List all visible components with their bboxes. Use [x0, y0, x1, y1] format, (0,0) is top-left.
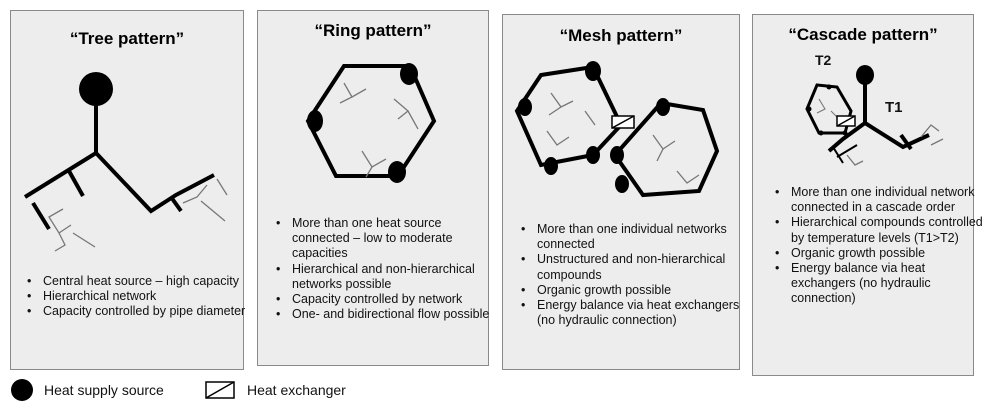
mesh-bullets: More than one individual networks connec…	[521, 222, 751, 328]
panel-title: “Tree pattern”	[69, 29, 185, 48]
panel-title: “Mesh pattern”	[559, 26, 683, 45]
bullet-item: Hierarchical and non-hierarchical networ…	[276, 262, 502, 292]
t1-right-pipe	[863, 121, 930, 150]
bullet-item: Energy balance via heat exchangers (no h…	[775, 261, 987, 307]
legend-label: Heat exchanger	[247, 382, 346, 398]
bullet-item: Hierarchical compounds controlled by tem…	[775, 215, 987, 245]
mesh-pattern-diagram	[514, 61, 720, 198]
bullet-item: Hierarchical network	[27, 289, 251, 304]
t1-label: T1	[885, 99, 903, 116]
legend-heat-exchanger: Heat exchanger	[205, 378, 346, 402]
branch-pipe	[31, 201, 51, 231]
tree-pattern-diagram	[23, 72, 228, 252]
tree-pattern-panel: “Tree pattern” Central heat source – hig…	[10, 10, 245, 370]
branch-pipe	[169, 195, 183, 213]
network-a-pipe	[514, 64, 624, 168]
cascade-bullets: More than one individual network connect…	[775, 185, 987, 307]
branch-pipe	[67, 170, 85, 197]
bullet-item: Energy balance via heat exchangers (no h…	[521, 298, 751, 328]
cascade-pattern-diagram	[805, 65, 944, 166]
bullet-item: One- and bidirectional flow possible	[276, 307, 502, 322]
right-main-pipe	[94, 151, 215, 214]
bullet-item: Organic growth possible	[521, 283, 751, 298]
heat-exchanger-icon	[611, 115, 635, 129]
bullet-item: More than one heat source connected – lo…	[276, 216, 502, 262]
heat-exchanger-icon	[836, 115, 856, 127]
ring-bullets: More than one heat source connected – lo…	[276, 216, 502, 323]
bullet-item: Organic growth possible	[775, 246, 987, 261]
ring-pattern-panel: “Ring pattern” More than one heat source…	[257, 10, 489, 366]
mesh-pattern-panel: “Mesh pattern” More than one indivi	[502, 14, 740, 370]
legend-heat-source: Heat supply source	[10, 378, 164, 402]
ring-pattern-diagram	[305, 63, 437, 183]
heat-source-icon	[11, 379, 33, 401]
bullet-item: Central heat source – high capacity	[27, 274, 251, 289]
panel-title: “Cascade pattern”	[788, 25, 938, 44]
heat-source-icon	[856, 65, 874, 85]
bullet-item: More than one individual networks connec…	[521, 222, 751, 252]
bullet-item: Capacity controlled by pipe diameter	[27, 304, 251, 319]
panel-title: “Ring pattern”	[314, 21, 432, 40]
cascade-pattern-panel: “Cascade pattern”	[752, 14, 983, 376]
legend-label: Heat supply source	[44, 382, 164, 398]
bullet-item: More than one individual network connect…	[775, 185, 987, 215]
bullet-item: Unstructured and non-hierarchical compou…	[521, 252, 751, 282]
bullet-item: Capacity controlled by network	[276, 292, 502, 307]
heat-source-icon	[79, 72, 113, 106]
heat-source-icon	[400, 63, 418, 85]
t2-label: T2	[815, 52, 832, 68]
heat-source-icon	[307, 110, 323, 132]
tree-bullets: Central heat source – high capacity Hier…	[27, 274, 251, 320]
left-main-pipe	[23, 151, 98, 199]
heat-exchanger-icon	[205, 381, 235, 399]
heat-source-icon	[388, 161, 406, 183]
ring-pipe	[305, 64, 437, 178]
